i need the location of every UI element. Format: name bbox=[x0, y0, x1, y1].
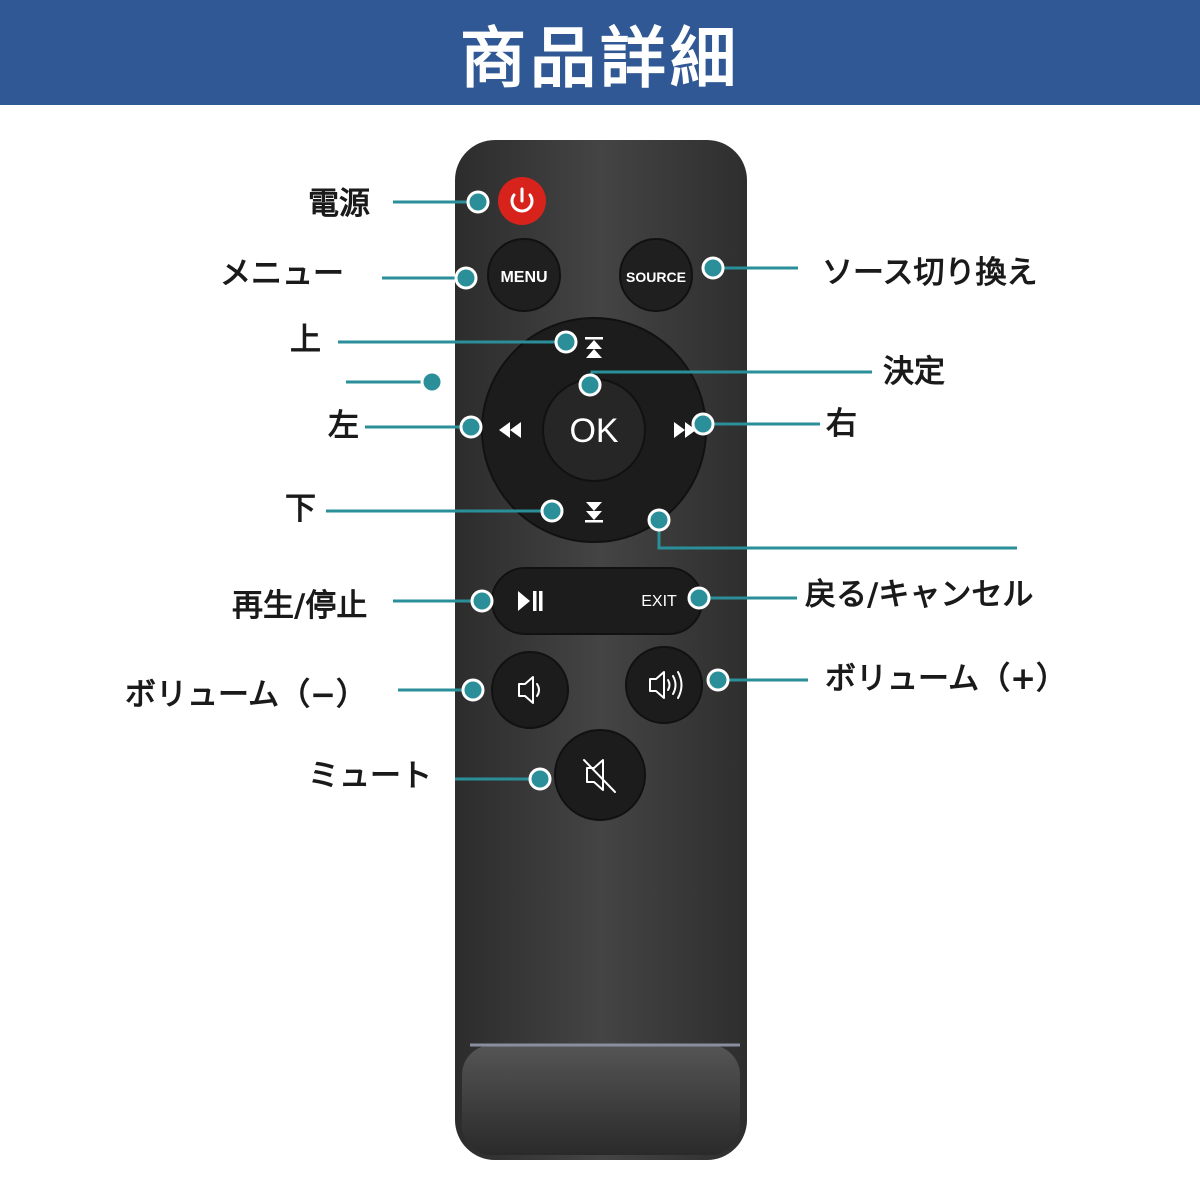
label-left: 左 bbox=[328, 408, 359, 444]
label-back-cancel: 戻る/キャンセル bbox=[805, 577, 1034, 613]
volume-up-icon bbox=[649, 671, 683, 699]
label-play-stop: 再生/停止 bbox=[232, 588, 368, 624]
label-down: 下 bbox=[285, 491, 316, 527]
fast-forward-icon bbox=[674, 422, 696, 438]
label-volume-up: ボリューム（+） bbox=[825, 661, 1068, 697]
page-title: 商品詳細 bbox=[460, 19, 740, 97]
label-power: 電源 bbox=[308, 186, 370, 222]
exit-button-label: EXIT bbox=[641, 593, 677, 610]
mute-icon bbox=[583, 759, 616, 793]
label-ok: 決定 bbox=[883, 354, 945, 390]
mute-button[interactable] bbox=[554, 729, 646, 821]
menu-button[interactable]: MENU bbox=[487, 238, 561, 312]
label-right: 右 bbox=[826, 406, 857, 442]
source-button[interactable]: SOURCE bbox=[619, 238, 693, 312]
volume-down-button[interactable] bbox=[491, 651, 569, 729]
arrow-down-icon bbox=[585, 502, 603, 523]
ok-button[interactable]: OK bbox=[569, 412, 618, 450]
play-pause-icon bbox=[518, 591, 543, 611]
power-button[interactable] bbox=[498, 177, 546, 225]
label-volume-down: ボリューム（−） bbox=[125, 677, 368, 713]
callout-dots bbox=[420, 190, 730, 791]
label-up: 上 bbox=[290, 322, 321, 358]
dpad[interactable]: OK bbox=[481, 317, 707, 543]
label-menu: メニュー bbox=[220, 256, 344, 292]
source-button-label: SOURCE bbox=[626, 269, 686, 285]
menu-button-label: MENU bbox=[500, 269, 547, 286]
callouts bbox=[326, 200, 1017, 781]
volume-up-button[interactable] bbox=[625, 646, 703, 724]
arrow-up-icon bbox=[585, 337, 603, 358]
header-banner: 商品詳細 bbox=[0, 0, 1200, 105]
rewind-icon bbox=[499, 422, 521, 438]
remote-bottom-cap bbox=[462, 1045, 740, 1155]
power-icon bbox=[510, 187, 534, 213]
label-mute: ミュート bbox=[308, 758, 432, 794]
volume-down-icon bbox=[518, 676, 540, 704]
play-exit-pill[interactable]: EXIT bbox=[491, 567, 703, 635]
label-source-switch: ソース切り換え bbox=[822, 255, 1038, 291]
